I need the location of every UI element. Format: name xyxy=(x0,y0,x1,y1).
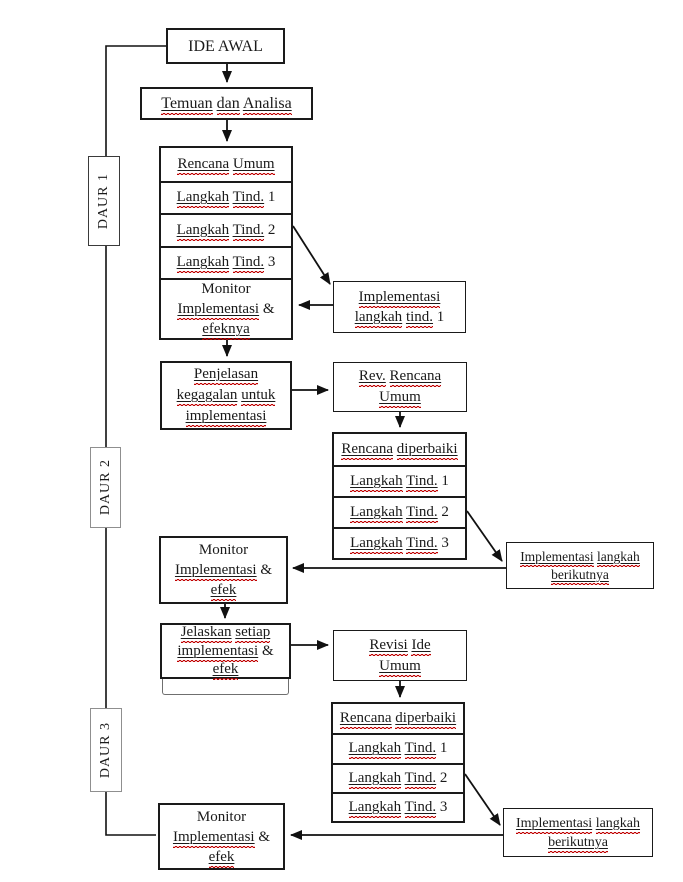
stack-daur-1: Rencana Umum Langkah Tind. 1 Langkah Tin… xyxy=(159,146,293,280)
cell-langkah-1: Langkah Tind. 1 xyxy=(333,733,463,762)
cell-langkah-3: Langkah Tind. 3 xyxy=(334,527,465,558)
cell-rencana-umum: Rencana Umum xyxy=(161,148,291,181)
stack-daur-2: Rencana diperbaiki Langkah Tind. 1 Langk… xyxy=(332,432,467,560)
arrow-langkah2-implementasi-3 xyxy=(464,773,501,826)
cell-langkah-3: Langkah Tind. 3 xyxy=(333,791,463,821)
node-ide-awal: IDE AWAL xyxy=(166,28,285,64)
arrow-langkah2-implementasi-1 xyxy=(292,225,331,285)
label-daur-1: DAUR 1 xyxy=(88,156,120,246)
cell-langkah-3: Langkah Tind. 3 xyxy=(161,245,291,279)
cell-rencana-diperbaiki: Rencana diperbaiki xyxy=(334,434,465,465)
cell-langkah-2: Langkah Tind. 2 xyxy=(333,762,463,792)
arrow-langkah2-implementasi-2 xyxy=(466,510,503,562)
cell-langkah-1: Langkah Tind. 1 xyxy=(334,465,465,496)
cell-langkah-2: Langkah Tind. 2 xyxy=(161,213,291,246)
label-daur-2: DAUR 2 xyxy=(90,447,121,528)
stack-daur-3: Rencana diperbaiki Langkah Tind. 1 Langk… xyxy=(331,702,465,823)
node-temuan-dan-analisa: Temuan dan Analisa xyxy=(140,87,313,120)
cell-rencana-diperbaiki: Rencana diperbaiki xyxy=(333,704,463,733)
cell-langkah-1: Langkah Tind. 1 xyxy=(161,180,291,214)
spine-line xyxy=(105,45,166,836)
label-daur-3: DAUR 3 xyxy=(90,708,122,792)
cell-langkah-2: Langkah Tind. 2 xyxy=(334,496,465,527)
